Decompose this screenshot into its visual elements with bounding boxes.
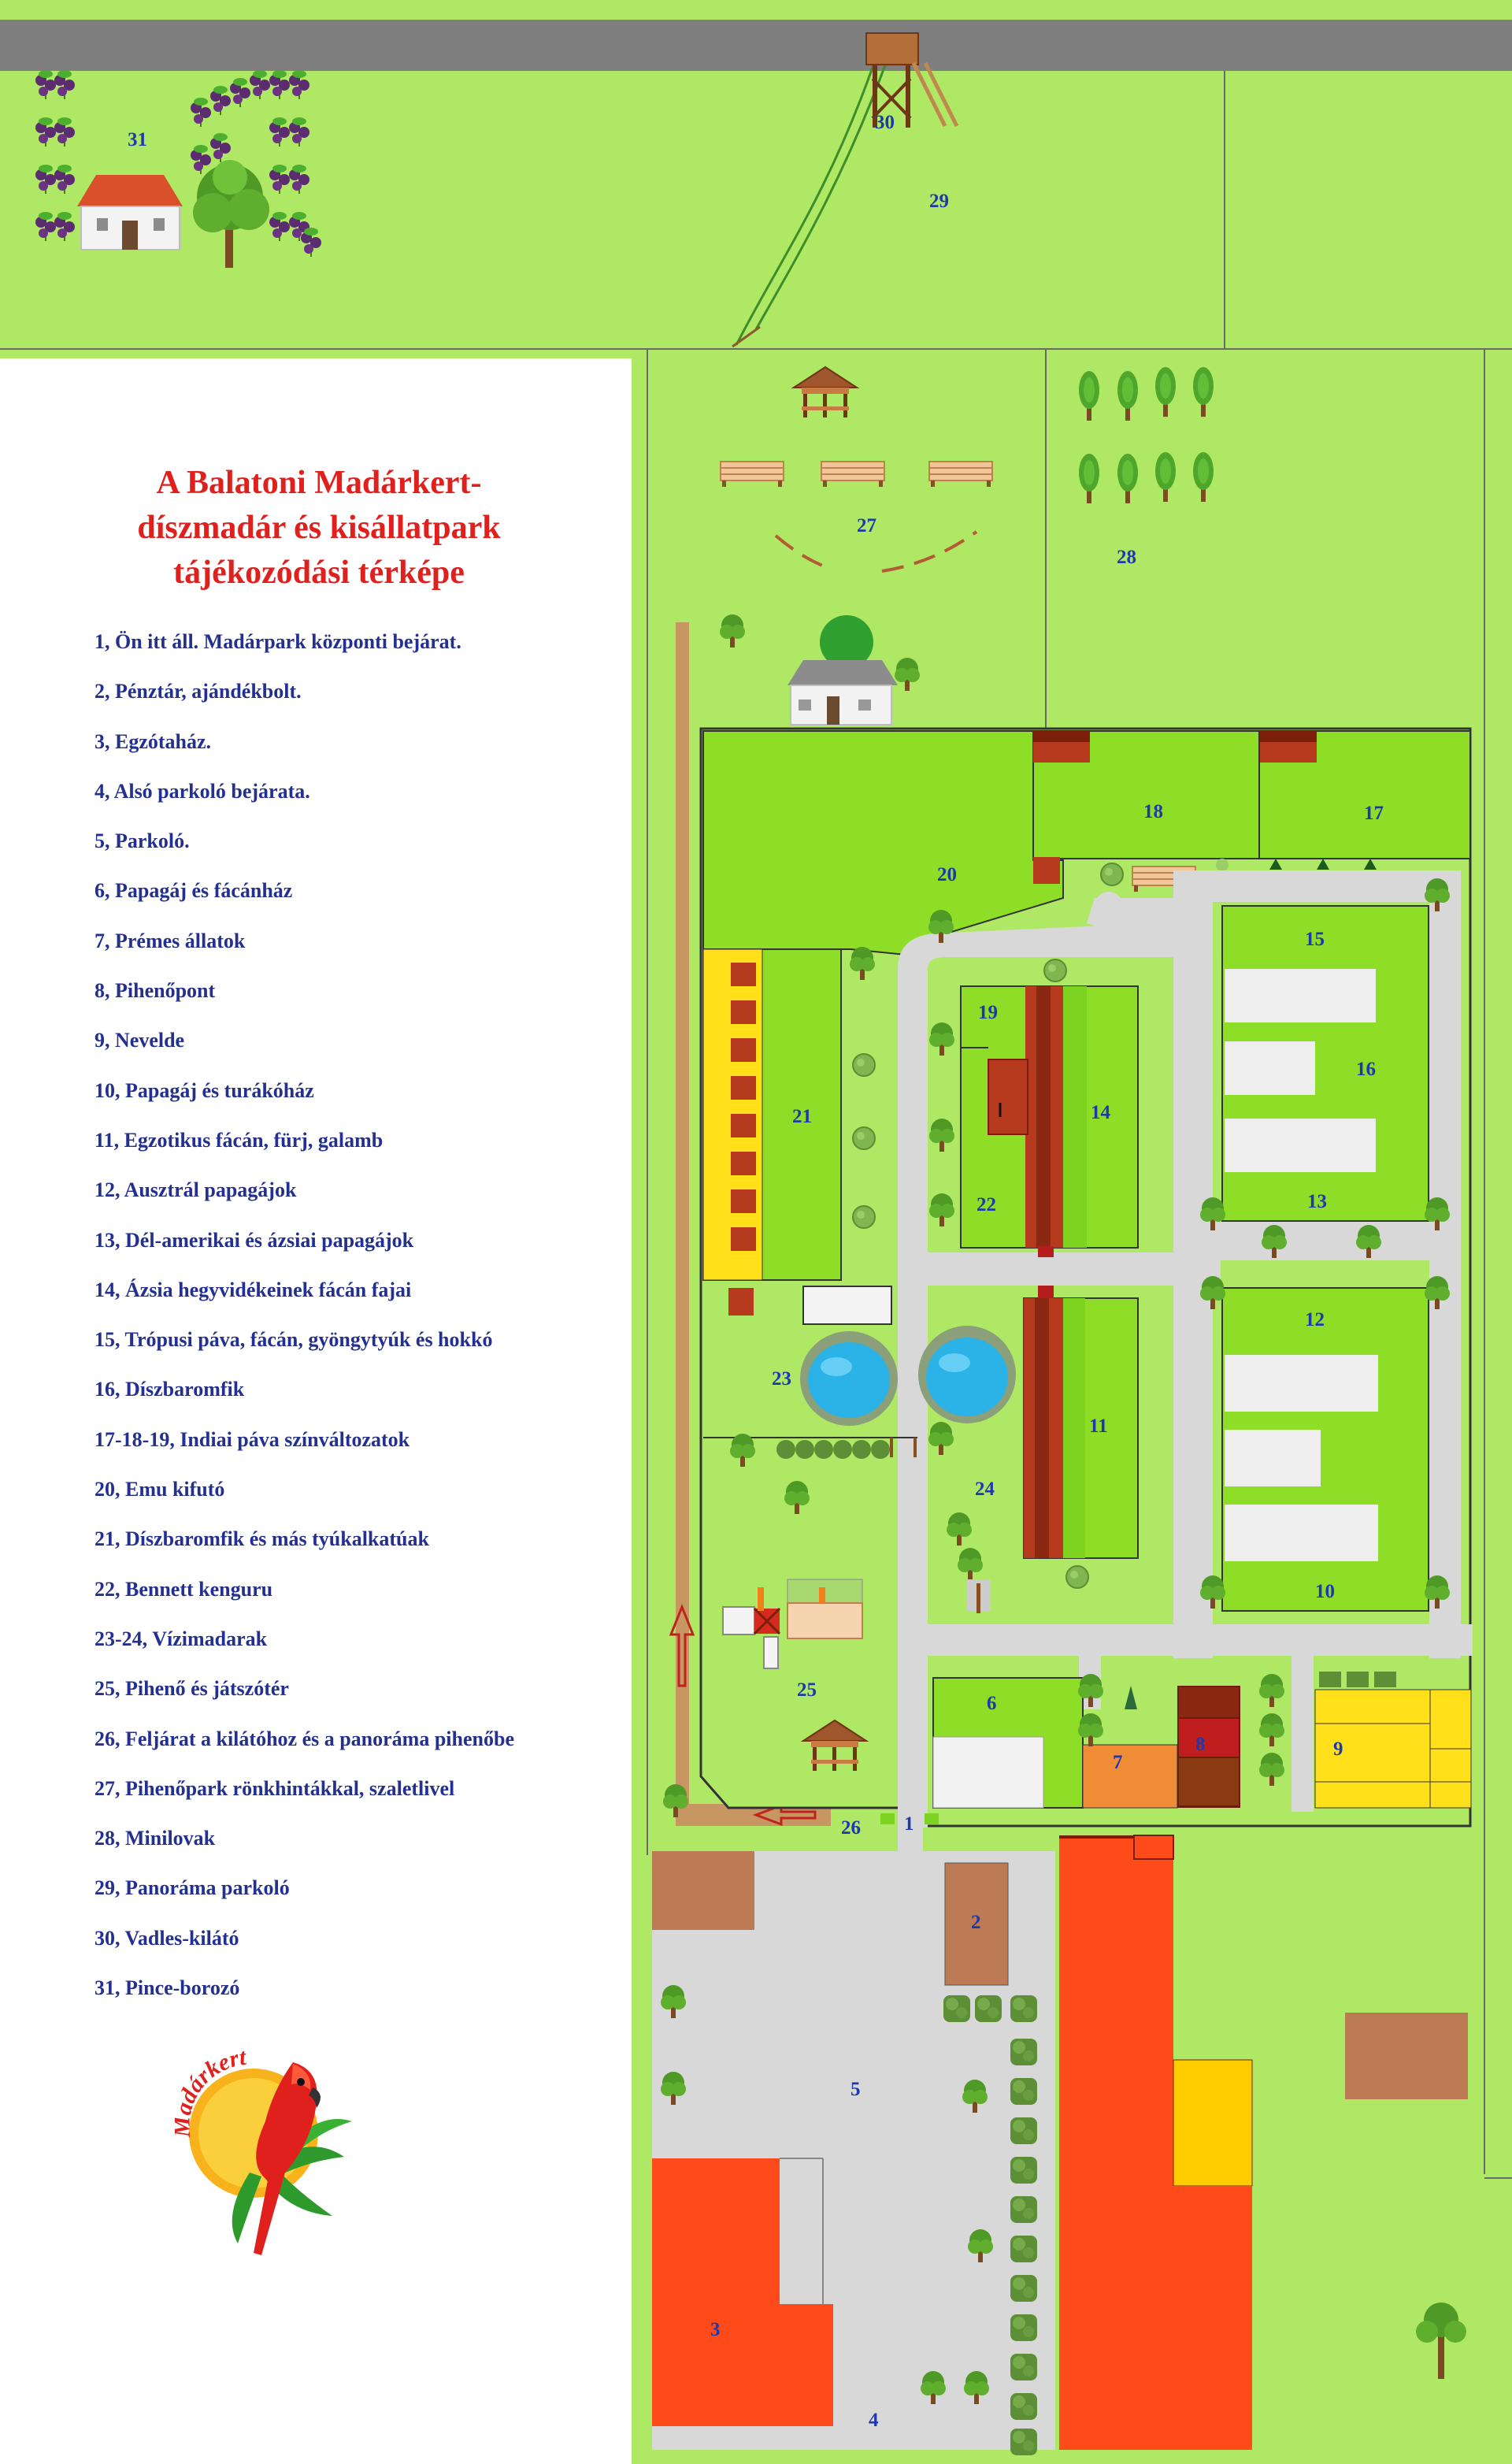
legend-item: 10, Papagáj és turákóház bbox=[94, 1078, 314, 1102]
map-label-1: 1 bbox=[904, 1813, 914, 1835]
map-label-6: 6 bbox=[987, 1693, 997, 1714]
legend-item: 16, Díszbaromfik bbox=[94, 1378, 245, 1401]
map-label-28: 28 bbox=[1117, 547, 1136, 568]
madarkert-logo: Madárkert bbox=[175, 2047, 352, 2255]
legend-item: 9, Nevelde bbox=[94, 1029, 185, 1052]
map-label-2: 2 bbox=[971, 1912, 981, 1933]
map-label-22: 22 bbox=[976, 1194, 996, 1215]
legend-item: 21, Díszbaromfik és más tyúkalkatúak bbox=[94, 1527, 429, 1551]
legend-item: 1, Ön itt áll. Madárpark központi bejára… bbox=[94, 630, 461, 653]
map-label-8: 8 bbox=[1195, 1734, 1206, 1755]
map-label-12: 12 bbox=[1305, 1309, 1325, 1330]
map-label-5: 5 bbox=[850, 2079, 861, 2100]
legend-item: 8, Pihenőpont bbox=[94, 979, 216, 1003]
playground bbox=[722, 1579, 863, 1669]
map-label-30: 30 bbox=[875, 112, 895, 133]
legend-item: 22, Bennett kenguru bbox=[94, 1577, 273, 1601]
legend-item: 6, Papagáj és fácánház bbox=[94, 879, 293, 903]
legend-item: 31, Pince-borozó bbox=[94, 1976, 240, 2000]
map-label-14: 14 bbox=[1091, 1102, 1111, 1123]
map-label-31: 31 bbox=[128, 129, 147, 150]
legend-item: 20, Emu kifutó bbox=[94, 1478, 225, 1501]
parking-area bbox=[652, 1835, 1468, 2450]
legend-item: 28, Minilovak bbox=[94, 1827, 216, 1850]
map-title-line-2: díszmadár és kisállatpark bbox=[137, 510, 501, 546]
legend-item: 27, Pihenőpark rönkhintákkal, szaletlive… bbox=[94, 1776, 455, 1800]
map-label-26: 26 bbox=[841, 1817, 861, 1839]
map-label-13: 13 bbox=[1307, 1191, 1327, 1212]
legend-item: 26, Feljárat a kilátóhoz és a panoráma p… bbox=[94, 1727, 514, 1750]
small-house bbox=[788, 615, 898, 725]
legend-item: 15, Trópusi páva, fácán, gyöngytyúk és h… bbox=[94, 1328, 493, 1352]
map-label-15: 15 bbox=[1305, 929, 1325, 950]
map-label-16: 16 bbox=[1356, 1059, 1376, 1080]
map-label-17: 17 bbox=[1364, 803, 1384, 824]
map-label-9: 9 bbox=[1333, 1739, 1343, 1760]
pond-24 bbox=[918, 1326, 1016, 1423]
map-label-27: 27 bbox=[857, 515, 876, 536]
legend-list: 1, Ön itt áll. Madárpark központi bejára… bbox=[94, 630, 514, 2026]
map-title-line-3: tájékozódási térképe bbox=[173, 555, 465, 591]
legend-item: 29, Panoráma parkoló bbox=[94, 1876, 290, 1900]
legend-item: 14, Ázsia hegyvidékeinek fácán fajai bbox=[94, 1278, 412, 1301]
map-label-4: 4 bbox=[869, 2410, 879, 2431]
legend-item: 2, Pénztár, ajándékbolt. bbox=[94, 680, 302, 703]
map-label-20: 20 bbox=[937, 864, 957, 885]
map-title: A Balatoni Madárkert- díszmadár és kisál… bbox=[47, 461, 591, 596]
watch-tower bbox=[865, 32, 959, 128]
legend-item: 25, Pihenő és játszótér bbox=[94, 1677, 289, 1701]
legend-item: 5, Parkoló. bbox=[94, 829, 190, 853]
big-tree bbox=[193, 160, 269, 268]
legend-item: 13, Dél-amerikai és ázsiai papagájok bbox=[94, 1228, 414, 1252]
map-title-line-1: A Balatoni Madárkert- bbox=[156, 465, 482, 501]
map-label-23: 23 bbox=[772, 1368, 791, 1390]
map-label-18: 18 bbox=[1143, 801, 1163, 822]
legend-item: 3, Egzótaház. bbox=[94, 729, 212, 753]
map-label-19: 19 bbox=[978, 1002, 998, 1023]
legend-panel bbox=[0, 358, 632, 2464]
map-label-10: 10 bbox=[1315, 1581, 1335, 1602]
pond-23 bbox=[800, 1331, 898, 1426]
map-label-11: 11 bbox=[1089, 1416, 1108, 1437]
map-label-21: 21 bbox=[792, 1106, 812, 1127]
legend-item: 30, Vadles-kilátó bbox=[94, 1926, 239, 1950]
legend-item: 17-18-19, Indiai páva színváltozatok bbox=[94, 1427, 410, 1451]
map-label-24: 24 bbox=[975, 1479, 995, 1500]
map-label-25: 25 bbox=[797, 1679, 817, 1701]
corner-tree bbox=[1416, 2303, 1466, 2379]
legend-item: 7, Prémes állatok bbox=[94, 929, 246, 952]
map-label-29: 29 bbox=[929, 191, 949, 212]
legend-item: 23-24, Vízimadarak bbox=[94, 1627, 268, 1650]
map-label-7: 7 bbox=[1113, 1752, 1123, 1773]
map-label-3: 3 bbox=[710, 2319, 721, 2340]
legend-item: 12, Ausztrál papagájok bbox=[94, 1178, 297, 1202]
walkways bbox=[898, 870, 1473, 1828]
wine-cellar-house bbox=[77, 175, 183, 250]
legend-item: 4, Alsó parkoló bejárata. bbox=[94, 779, 310, 803]
legend-item: 11, Egzotikus fácán, fürj, galamb bbox=[94, 1128, 384, 1152]
